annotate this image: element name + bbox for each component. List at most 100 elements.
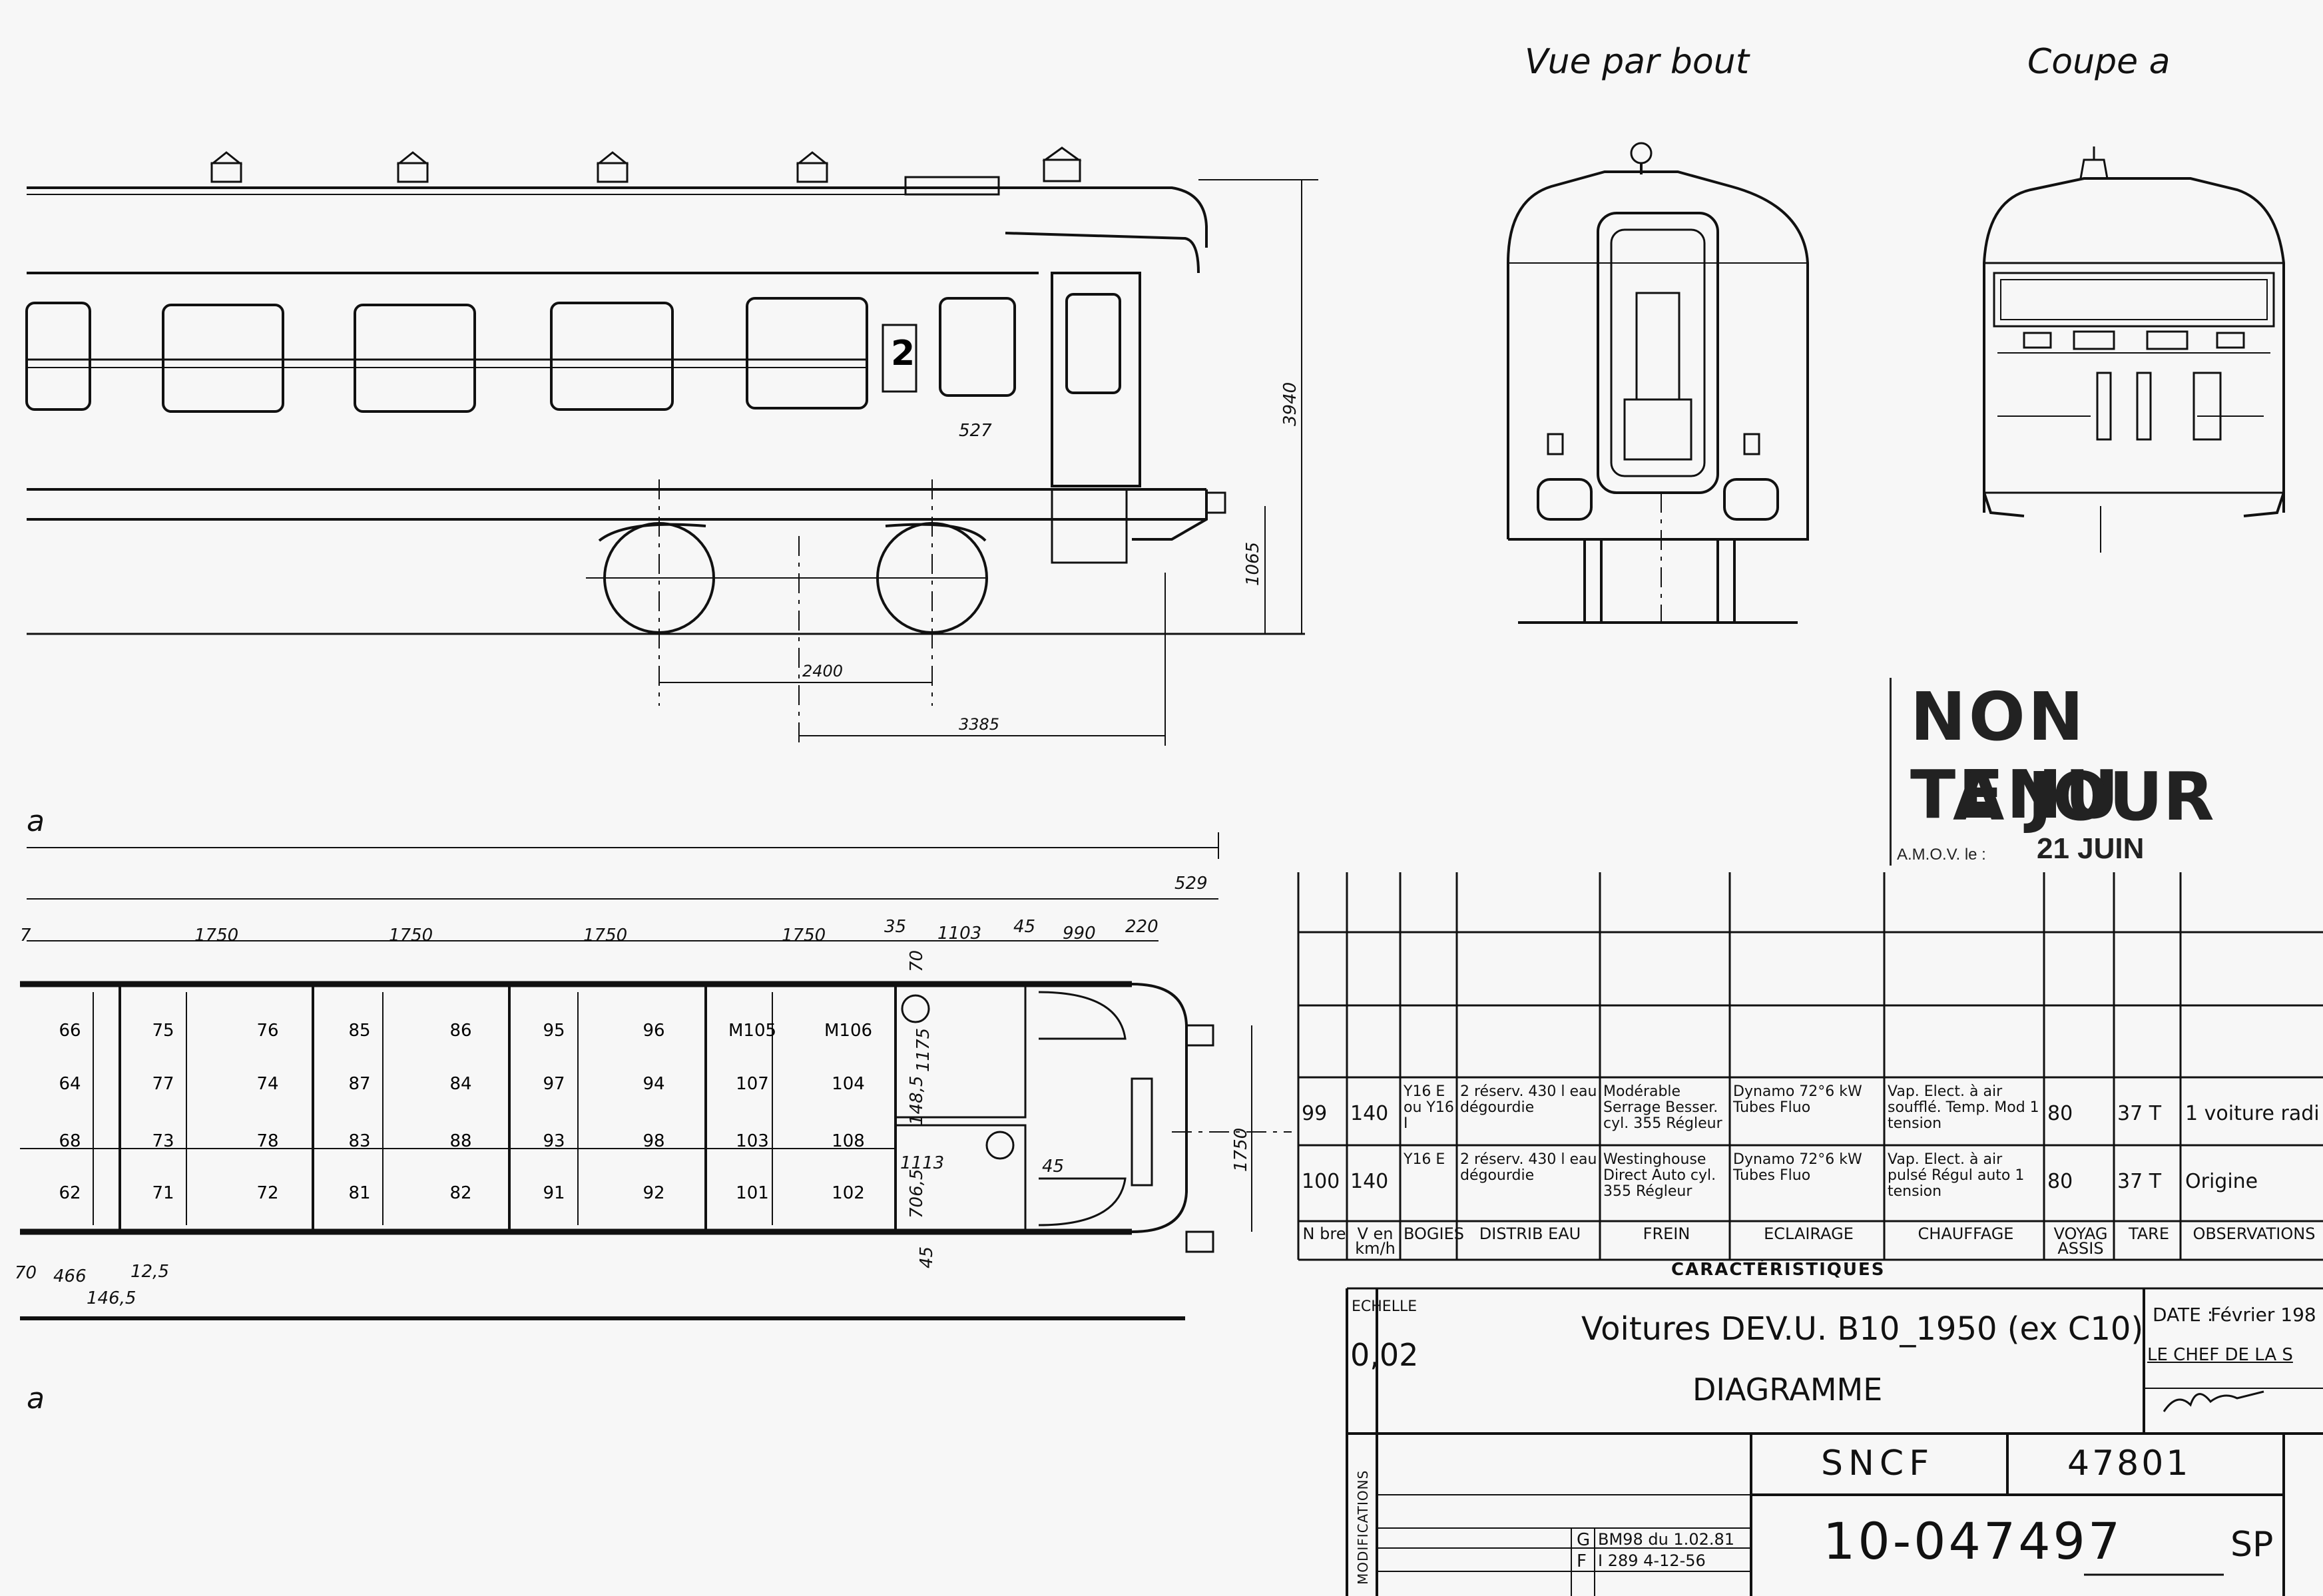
seat-number: 84: [449, 1074, 471, 1094]
dim-int-6: 45: [917, 1246, 937, 1268]
mod-letter-f: F: [1577, 1551, 1587, 1571]
table-header: FREIN: [1643, 1224, 1690, 1243]
seat-number: 87: [348, 1074, 370, 1094]
seat-number: 75: [152, 1021, 174, 1041]
dim-end-2: 1103: [937, 924, 981, 943]
table-header: CHAUFFAGE: [1918, 1224, 2014, 1243]
table-cell: Vap. Elect. à air soufflé. Temp. Mod 1 t…: [1888, 1083, 2039, 1132]
dim-bay-4: 1750: [782, 926, 826, 945]
table-cell: 99: [1302, 1102, 1328, 1125]
table-cell: 37 T: [2117, 1170, 2162, 1193]
seat-number: 96: [643, 1021, 664, 1041]
seat-number: 76: [256, 1021, 278, 1041]
drawing-number: 10-047497: [1823, 1511, 2123, 1571]
table-header: ECLAIRAGE: [1764, 1224, 1854, 1243]
seat-number: 103: [736, 1131, 769, 1151]
seat-number: 82: [449, 1183, 471, 1203]
seat-number: 85: [348, 1021, 370, 1041]
seat-number: 71: [152, 1183, 174, 1203]
seat-number: 66: [59, 1021, 81, 1041]
stamp-non-tenu: NON TENU A JOUR A.M.O.V. le : 21 JUIN: [1890, 678, 2224, 866]
table-cell: 2 réserv. 430 l eau dégourdie: [1460, 1083, 1597, 1116]
dim-end-3: 45: [1013, 917, 1035, 937]
date-value: Février 198: [2210, 1304, 2316, 1326]
table-cell: Dynamo 72°6 kW Tubes Fluo: [1733, 1151, 1862, 1184]
seat-numbers: 6664686275777371767478728587838186848882…: [59, 1021, 872, 1203]
dim-partial: 7: [20, 926, 31, 945]
drawing-subtitle: DIAGRAMME: [1692, 1372, 1883, 1408]
end-view: [1507, 142, 1809, 624]
table-header: OBSERVATIONS: [2193, 1224, 2316, 1243]
mod-text-f: I 289 4-12-56: [1598, 1551, 1706, 1570]
table-cell: Modérable Serrage Besser. cyl. 355 Régle…: [1603, 1083, 1722, 1132]
dim-int-1: 70: [907, 950, 927, 972]
chef-label: LE CHEF DE LA S: [2147, 1345, 2293, 1365]
table-header: DISTRIB EAU: [1479, 1224, 1581, 1243]
drawing-title: Voitures DEV.U. B10_1950 (ex C10): [1581, 1310, 2144, 1348]
seat-number: 62: [59, 1183, 81, 1203]
dim-bogie-wheelbase: 2400: [802, 662, 843, 680]
seat-number: 107: [736, 1074, 769, 1094]
dim-int-5: 706,5: [907, 1169, 927, 1218]
dim-end-4: 990: [1063, 924, 1096, 943]
stamp-date: 21 JUIN: [2037, 832, 2145, 865]
seat-number: 93: [543, 1131, 565, 1151]
dim-end-1: 35: [884, 917, 906, 937]
seat-number: 98: [643, 1131, 664, 1151]
title-block: [1346, 1288, 2323, 1596]
table-cell: Y16 E ou Y16 I: [1404, 1083, 1454, 1132]
seat-number: 108: [832, 1131, 865, 1151]
seat-number: 95: [543, 1021, 565, 1041]
seat-number: 104: [832, 1074, 865, 1094]
seat-number: 91: [543, 1183, 565, 1203]
table-cell: Dynamo 72°6 kW Tubes Fluo: [1733, 1083, 1862, 1116]
drawing-suffix: SP: [2230, 1525, 2274, 1565]
table-cell: Origine: [2185, 1170, 2258, 1193]
table-header: BOGIES: [1404, 1224, 1465, 1243]
dim-bottom-1: 70: [15, 1263, 37, 1283]
dim-int-3: 148,5: [907, 1076, 927, 1125]
section-view: [1983, 146, 2285, 553]
table-header: VOYAG ASSIS: [2053, 1224, 2108, 1258]
seat-number: 72: [256, 1183, 278, 1203]
table-cell: Y16 E: [1404, 1151, 1445, 1168]
section-view-title: Coupe a: [2027, 42, 2170, 82]
seat-number: M105: [728, 1021, 776, 1041]
seat-number: 92: [643, 1183, 664, 1203]
seat-number: 77: [152, 1074, 174, 1094]
table-header: N bre: [1302, 1224, 1346, 1243]
dim-int-4: 1113: [900, 1153, 944, 1173]
characteristics-table: [1297, 872, 2323, 1290]
dim-bottom-3: 12,5: [130, 1262, 169, 1282]
dim-int-2: 1175: [913, 1028, 933, 1072]
seat-number: 64: [59, 1074, 81, 1094]
seat-number: 102: [832, 1183, 865, 1203]
seat-number: 78: [256, 1131, 278, 1151]
table-cell: 100: [1302, 1170, 1340, 1193]
dim-bottom-4: 146,5: [87, 1288, 136, 1308]
table-cell: 140: [1350, 1102, 1389, 1125]
table-cell: 2 réserv. 430 l eau dégourdie: [1460, 1151, 1597, 1184]
mod-letter-g: G: [1577, 1530, 1591, 1550]
seat-number: 68: [59, 1131, 81, 1151]
dim-bogie-center: 3385: [959, 715, 999, 734]
date-label: DATE :: [2153, 1304, 2214, 1326]
seat-number: 101: [736, 1183, 769, 1203]
characteristics-caption: CARACTÉRISTIQUES: [1671, 1260, 1886, 1280]
end-view-title: Vue par bout: [1525, 42, 1750, 82]
seat-number: 97: [543, 1074, 565, 1094]
dim-bottom-2: 466: [53, 1266, 87, 1286]
dim-end-6: 529: [1174, 874, 1208, 894]
company-sncf: SNCF: [1821, 1444, 1935, 1483]
dim-height-total: 3940: [1280, 382, 1300, 426]
stamp-line-2: A JOUR: [1953, 758, 2214, 836]
echelle-value: 0,02: [1350, 1337, 1419, 1373]
stamp-line-1: NON TENU: [1910, 678, 2122, 834]
table-header: V en km/h: [1355, 1224, 1396, 1258]
plan-view: [20, 832, 1292, 1320]
table-cell: 80: [2047, 1170, 2073, 1193]
seat-number: M106: [824, 1021, 872, 1041]
seat-number: 73: [152, 1131, 174, 1151]
table-header: TARE: [2128, 1224, 2170, 1243]
